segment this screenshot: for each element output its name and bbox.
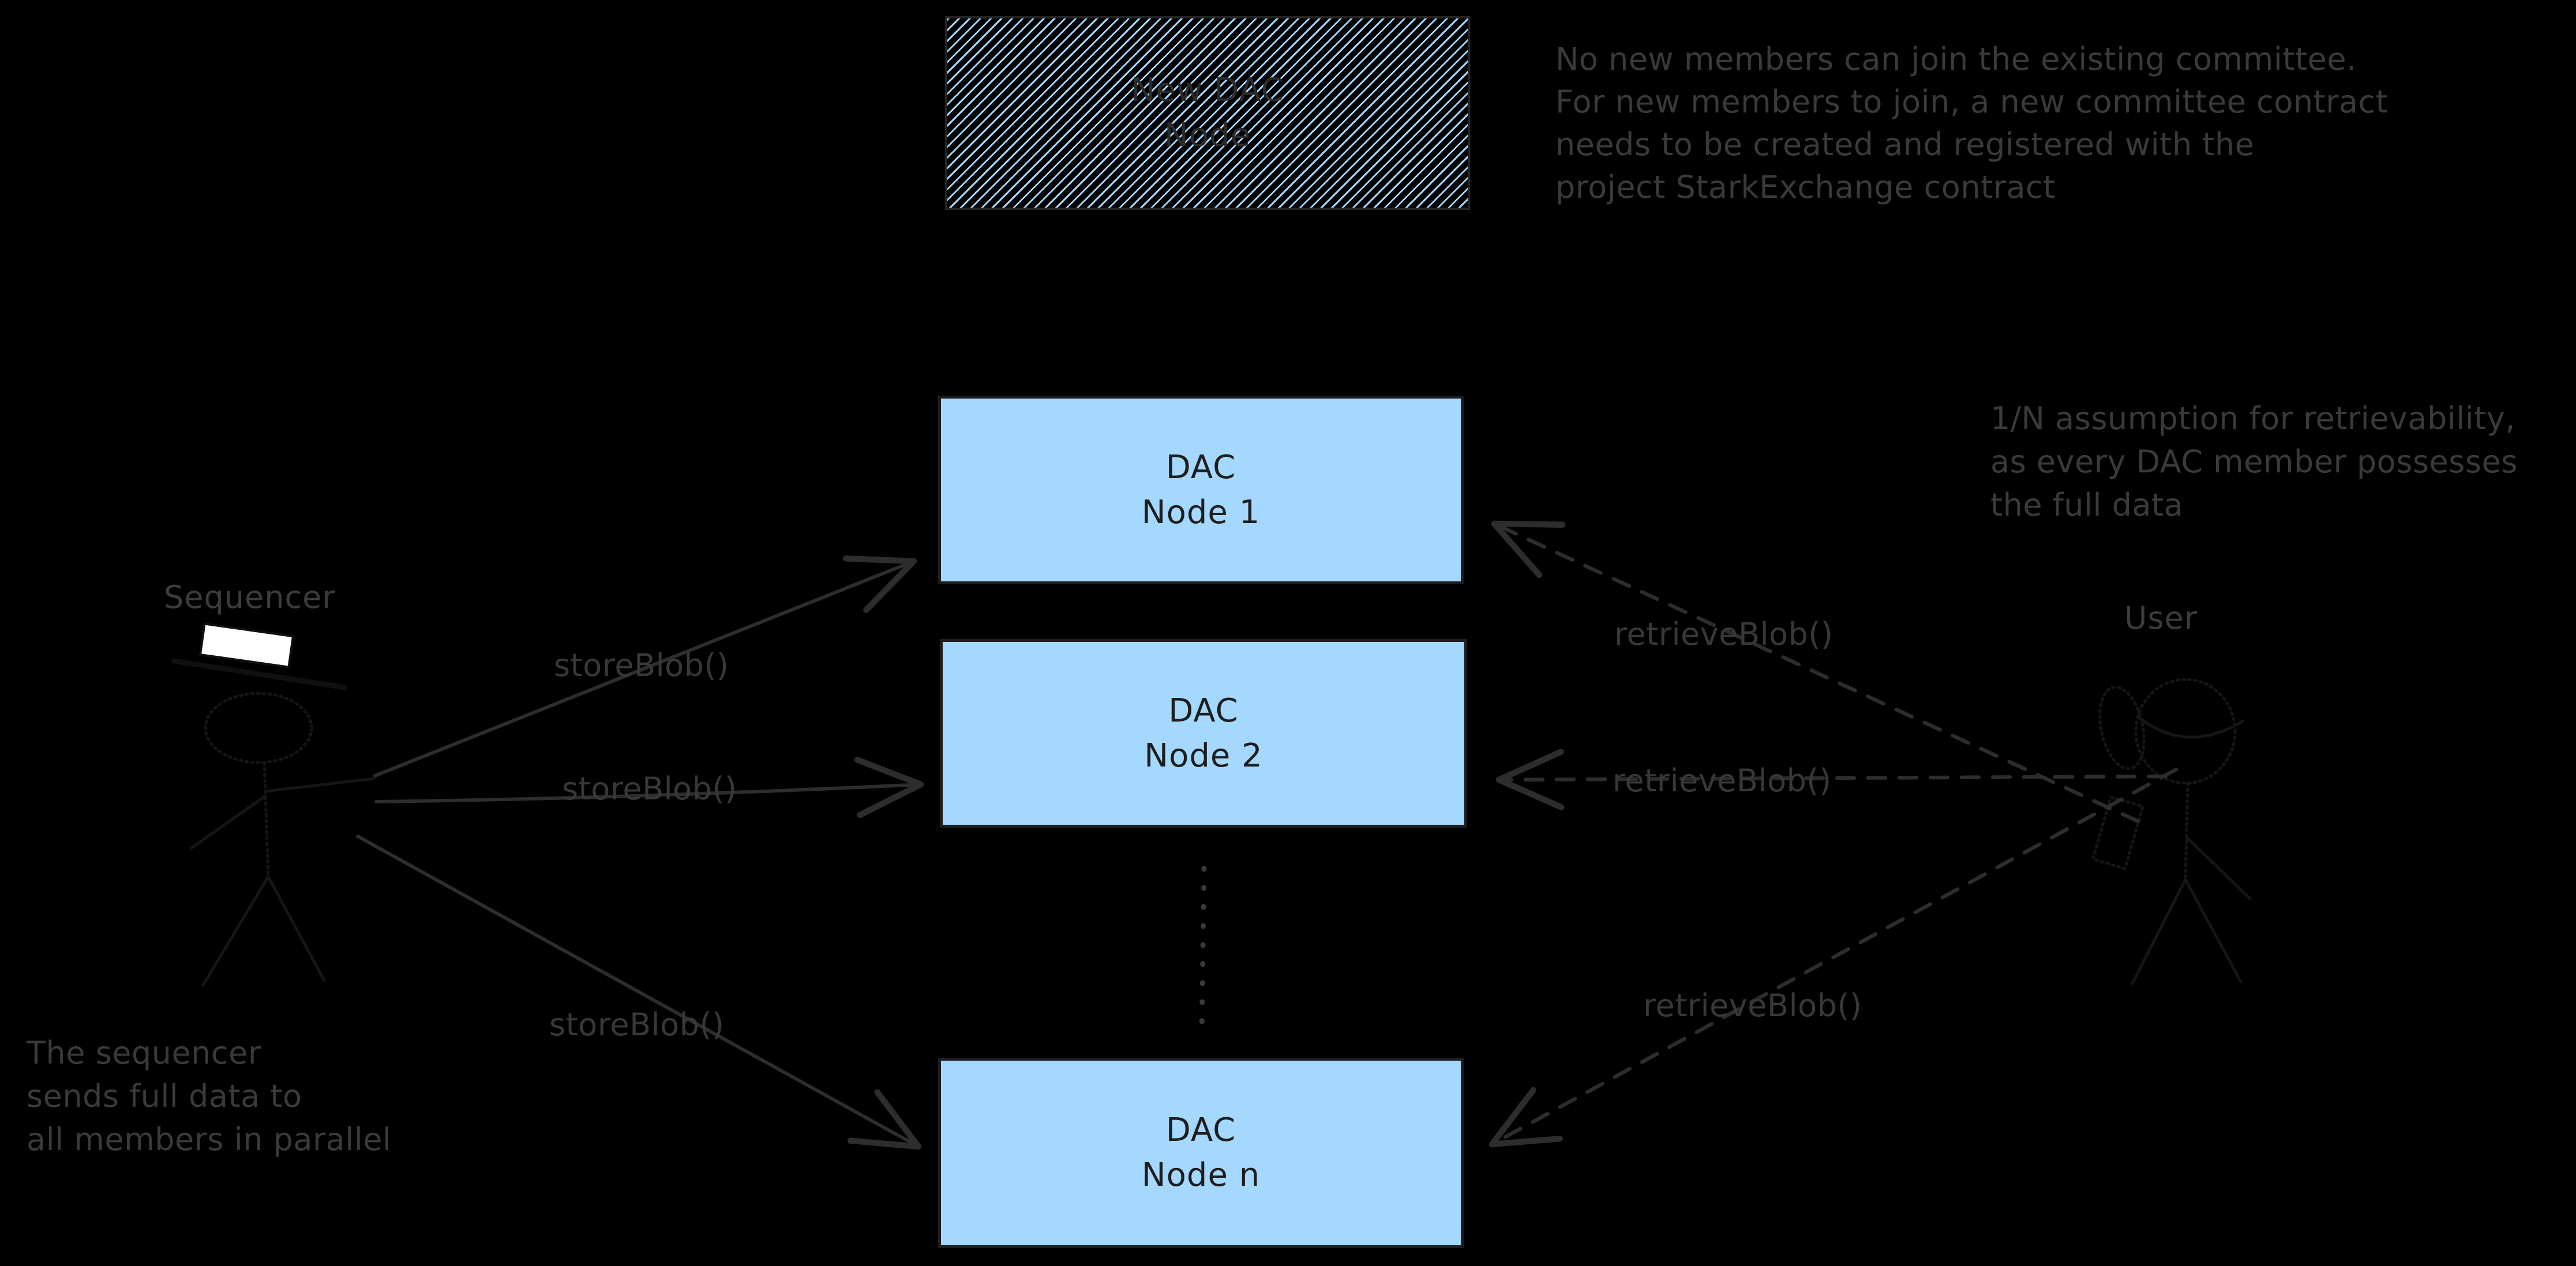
dac-node-2-box: DAC Node 2 [940,639,1467,828]
hat-brim [171,658,348,690]
sequencer-figure-icon [171,622,376,987]
right-arm [264,777,376,793]
left-arm [190,794,267,850]
user-figure-icon [2091,678,2252,985]
retrieve-blob-call-label-3: retrieveBlob() [1643,987,1862,1024]
side-hair [2098,685,2146,771]
store-arrow-node-n [356,835,922,1150]
store-blob-call-label-1: storeBlob() [554,647,729,683]
committee-note: No new members can join the existing com… [1555,41,2388,205]
store-blob-call-label-3: storeBlob() [549,1006,725,1043]
dac-node-1-label: DAC Node 1 [1141,448,1261,531]
phone [2091,795,2145,870]
dac-node-n-box: DAC Node n [938,1058,1464,1248]
new-dac-node-label: New DAC Node [1131,72,1284,154]
sequencer-label: Sequencer [164,579,336,615]
retrieve-arrow-node-n [1488,767,2178,1148]
dac-node-1-box: DAC Node 1 [938,396,1464,584]
dac-node-n-label: DAC Node n [1141,1111,1261,1194]
new-dac-node-box: New DAC Node [945,16,1470,210]
left-leg [2131,878,2187,985]
retrieve-blob-arrows [1488,520,2178,1148]
hat-top [198,622,295,668]
right-leg [2184,878,2243,983]
retrievability-note: 1/N assumption for retrievability, as ev… [1990,400,2518,523]
store-arrow-node-2 [374,757,924,818]
head [2134,678,2237,785]
sequencer-note: The sequencer sends full data to all mem… [27,1035,392,1158]
body [2184,782,2189,881]
store-blob-call-label-2: storeBlob() [562,771,737,807]
retrieve-arrow-node-1 [1491,520,2140,824]
body [263,761,270,878]
retrieve-arrow-node-2 [1495,749,2168,810]
user-label: User [2124,600,2198,636]
hair [2136,715,2245,739]
right-arm [2185,836,2252,900]
head [204,692,313,764]
retrieve-blob-call-label-2: retrieveBlob() [1613,762,1832,799]
retrieve-blob-call-label-1: retrieveBlob() [1614,616,1833,652]
store-blob-arrows [356,555,924,1150]
dac-node-2-label: DAC Node 2 [1144,692,1263,775]
store-arrow-node-1 [373,555,917,777]
left-leg [201,875,270,987]
nodes-ellipsis-connector [1199,866,1207,1038]
right-leg [267,875,326,982]
